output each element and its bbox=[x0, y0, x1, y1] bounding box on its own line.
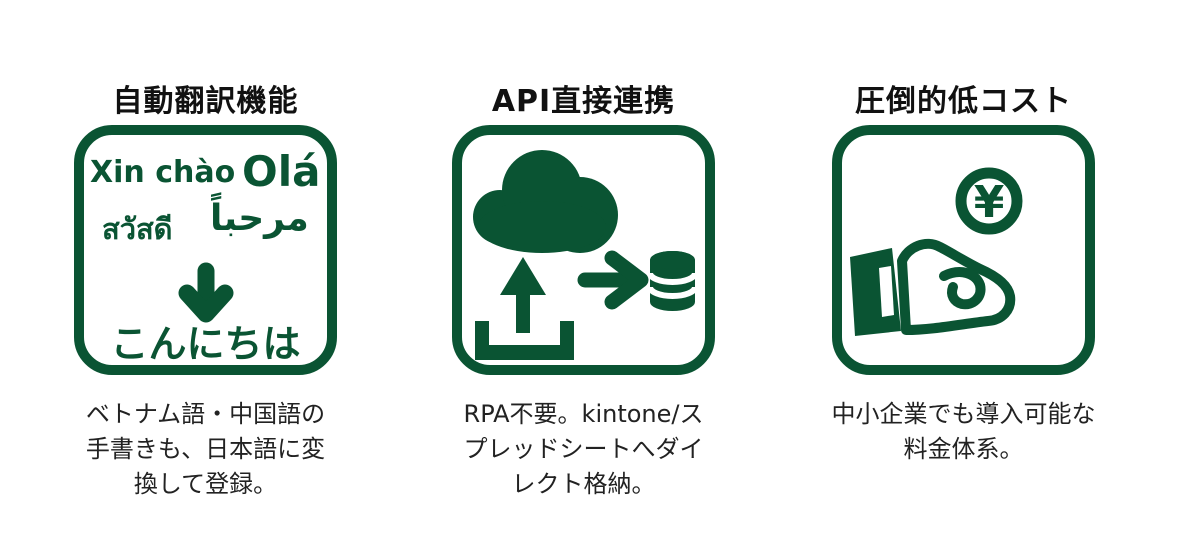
cloud-icon bbox=[473, 150, 618, 253]
api-icon-box bbox=[452, 125, 715, 375]
description-line: 料金体系。 bbox=[903, 435, 1024, 463]
description-line: 中小企業でも導入可能な bbox=[831, 400, 1096, 428]
upload-tray-icon bbox=[475, 321, 574, 360]
feature-card-auto-translation: 自動翻訳機能 Xin chào Olá สวัสดี مرحباً こんにちは … bbox=[74, 0, 337, 553]
card-description: RPA不要。kintone/ス プレッドシートへダイ レクト格納。 bbox=[414, 397, 754, 502]
description-line: 手書きも、日本語に変 bbox=[85, 435, 326, 463]
hand-icon bbox=[850, 238, 1016, 336]
cloud-upload-to-database-icon bbox=[473, 150, 698, 360]
greeting-japanese: こんにちは bbox=[110, 322, 301, 366]
translation-icon-box: Xin chào Olá สวัสดี مرحباً こんにちは bbox=[74, 125, 337, 375]
transfer-arrow-icon bbox=[577, 250, 649, 310]
yen-coin-icon: ¥ bbox=[955, 167, 1023, 235]
greeting-vietnamese: Xin chào bbox=[90, 155, 236, 190]
description-line: プレッドシートへダイ bbox=[463, 435, 704, 463]
card-description: ベトナム語・中国語の 手書きも、日本語に変 換して登録。 bbox=[36, 397, 376, 502]
database-icon bbox=[647, 251, 698, 311]
greeting-portuguese: Olá bbox=[242, 147, 321, 196]
hand-receiving-yen-coin-icon: ¥ bbox=[850, 167, 1023, 336]
feature-card-low-cost: 圧倒的低コスト ¥ 中小企業でも導入可能な 料金体系。 bbox=[832, 0, 1096, 553]
cost-icon-box: ¥ bbox=[832, 125, 1095, 375]
description-line: 換して登録。 bbox=[133, 470, 278, 498]
yen-symbol: ¥ bbox=[974, 177, 1005, 228]
card-description: 中小企業でも導入可能な 料金体系。 bbox=[794, 397, 1134, 467]
greeting-arabic: مرحباً bbox=[210, 198, 309, 239]
greeting-thai: สวัสดี bbox=[102, 212, 173, 246]
description-line: レクト格納。 bbox=[511, 470, 656, 498]
card-title: 自動翻訳機能 bbox=[112, 84, 299, 119]
description-line: ベトナム語・中国語の bbox=[85, 400, 326, 428]
feature-card-api-integration: API直接連携 bbox=[452, 0, 715, 553]
description-line: RPA不要。kintone/ス bbox=[463, 400, 704, 428]
card-title: API直接連携 bbox=[491, 84, 676, 119]
upload-arrow-icon bbox=[500, 257, 546, 333]
arrow-down-icon bbox=[178, 262, 233, 323]
card-title: 圧倒的低コスト bbox=[855, 84, 1072, 119]
